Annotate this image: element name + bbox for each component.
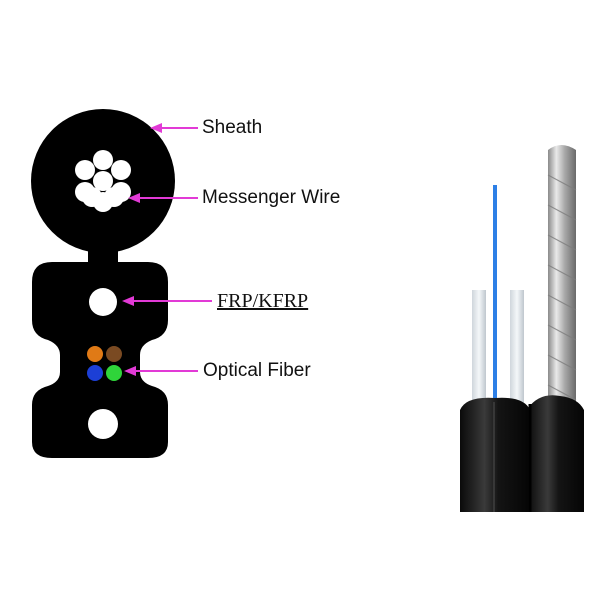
sheath-pointer [150,123,198,133]
frp-pointer [122,296,212,306]
frp-strength-member-bottom [88,409,118,439]
blue-fiber [493,185,497,400]
cable-jacket-right [528,395,584,512]
fiber-pointer [124,366,198,376]
sheath-label: Sheath [202,117,263,138]
cross-section [31,109,175,458]
fiber-orange [87,346,103,362]
fiber-green [106,365,122,381]
cable-photo [460,145,584,512]
steel-wire [548,145,576,405]
messenger-pointer [128,193,198,203]
messenger-wire-label: Messenger Wire [202,187,341,208]
optical-fiber-label: Optical Fiber [203,360,311,381]
white-tube-right [510,290,524,405]
optical-fibers [87,346,122,381]
pointer-arrows [122,123,212,376]
fiber-blue [87,365,103,381]
frp-strength-member-top [89,288,117,316]
frp-label: FRP/KFRP [217,290,309,312]
messenger-wire-strands [75,150,131,212]
white-tube-left [472,290,486,405]
cable-jacket-left [460,397,530,512]
fiber-brown [106,346,122,362]
